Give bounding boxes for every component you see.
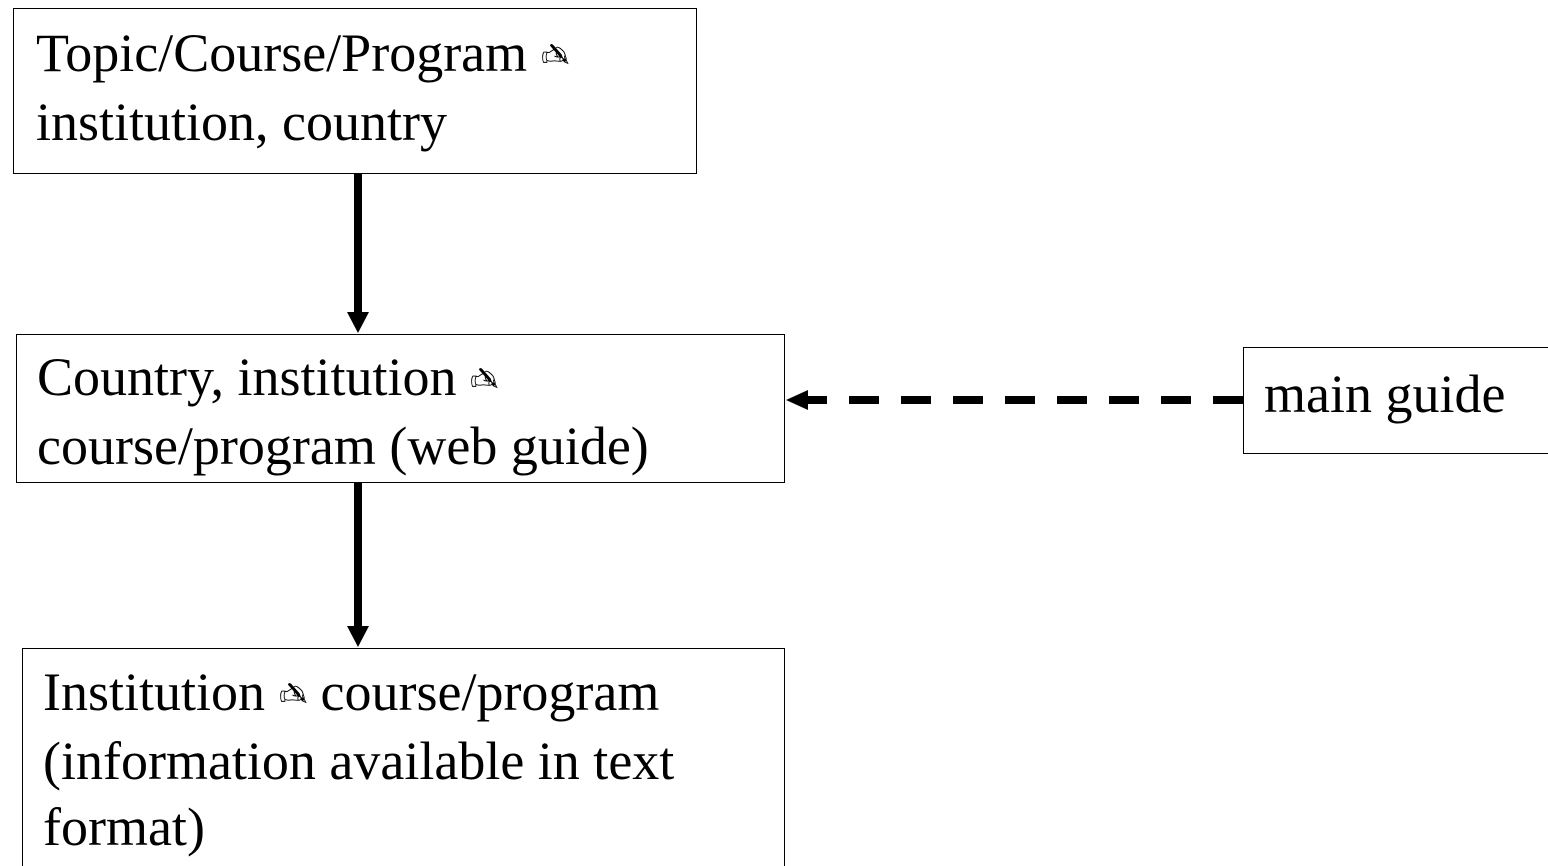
- pen-icon: ✍: [540, 36, 570, 76]
- node-institution-line-3: format): [43, 797, 205, 857]
- node-institution-line-1b: course/program: [320, 662, 660, 722]
- pen-icon: ✍: [278, 675, 308, 715]
- node-country: Country, institution ✍ course/program (w…: [16, 334, 785, 483]
- node-country-line-1: Country, institution: [37, 347, 457, 407]
- pen-icon: ✍: [470, 360, 499, 400]
- arrowhead-country-to-institution: [347, 626, 369, 647]
- node-main-guide: main guide: [1243, 347, 1548, 454]
- node-topic: Topic/Course/Program ✍ institution, coun…: [13, 8, 697, 174]
- node-topic-line-2: institution, country: [36, 92, 447, 152]
- arrowhead-main-to-country: [786, 390, 808, 410]
- node-topic-line-1: Topic/Course/Program: [36, 23, 528, 83]
- arrowhead-topic-to-country: [347, 312, 369, 333]
- node-country-line-2: course/program (web guide): [37, 416, 649, 476]
- node-main-guide-label: main guide: [1264, 364, 1506, 424]
- node-institution: Institution ✍ course/program (informatio…: [22, 648, 785, 866]
- node-institution-line-1a: Institution: [43, 662, 266, 722]
- node-institution-line-2: (information available in text: [43, 731, 675, 791]
